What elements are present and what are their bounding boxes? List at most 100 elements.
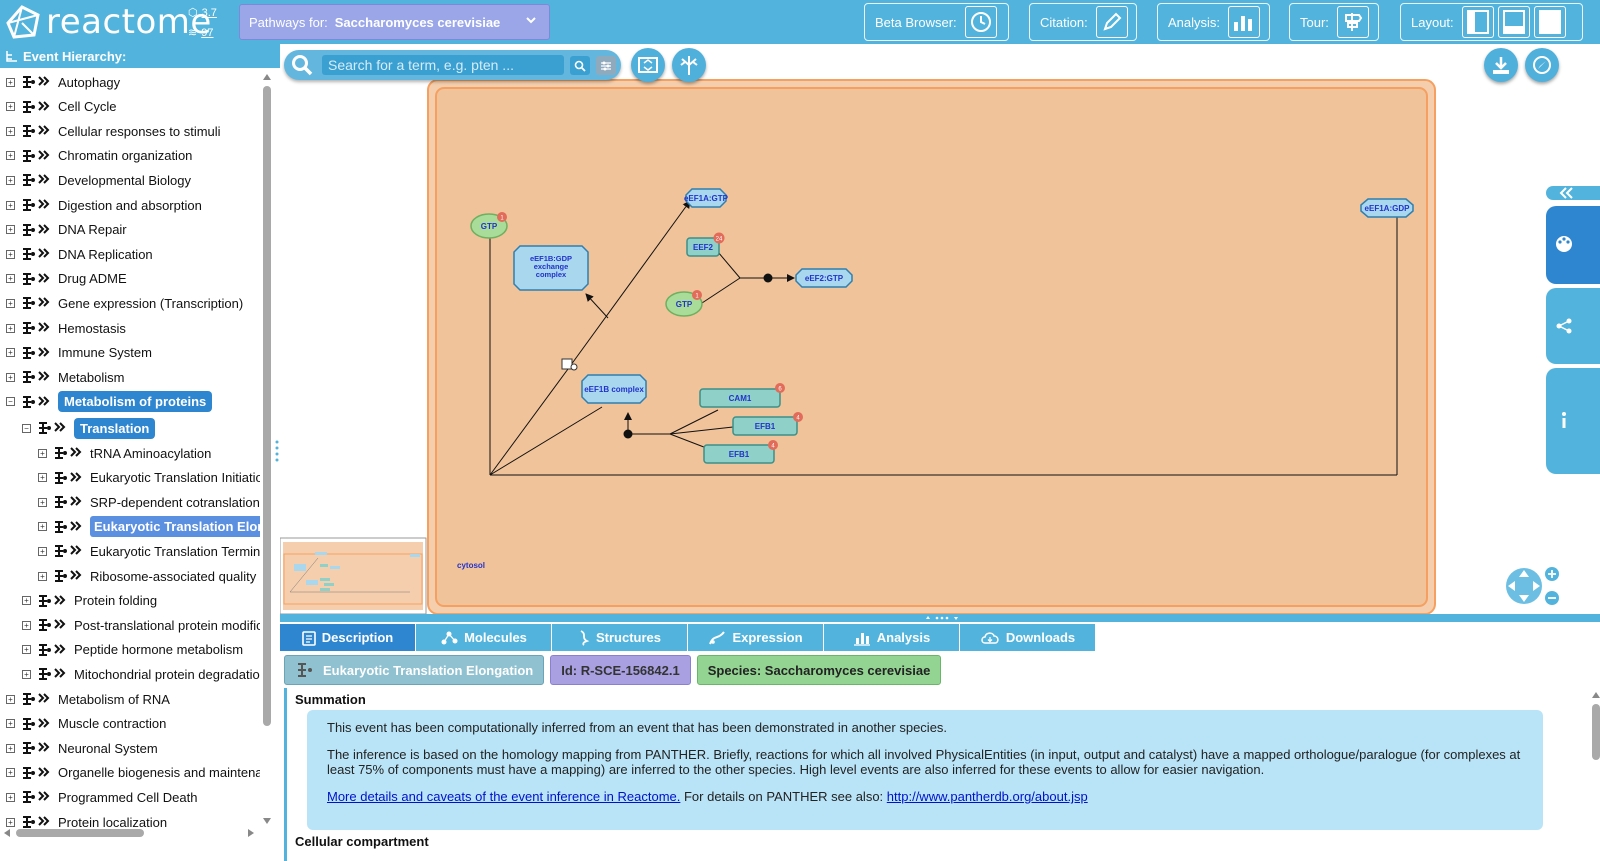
search-icon[interactable]: [291, 54, 313, 76]
tree-item[interactable]: +Drug ADME: [6, 267, 127, 291]
tree-horizontal-scrollbar[interactable]: [0, 826, 260, 840]
expand-icon[interactable]: +: [6, 249, 15, 259]
panther-link[interactable]: http://www.pantherdb.org/about.jsp: [886, 789, 1088, 804]
tab-description[interactable]: Description: [280, 624, 415, 651]
tree-item[interactable]: +Cell Cycle: [6, 95, 117, 119]
panel-splitter[interactable]: [280, 614, 1600, 622]
tree-item[interactable]: +tRNA Aminoacylation: [38, 441, 211, 465]
eef2-gtp-node[interactable]: eEF2:GTP: [795, 268, 853, 288]
illustration-button[interactable]: [672, 48, 706, 82]
tree-item[interactable]: +Hemostasis: [6, 316, 126, 340]
expand-icon[interactable]: +: [6, 817, 15, 827]
tree-item[interactable]: +Programmed Cell Death: [6, 785, 197, 809]
gtp-node[interactable]: GTP 1: [665, 290, 703, 317]
tree-item[interactable]: +Digestion and absorption: [6, 193, 202, 217]
pathway-diagram[interactable]: cytosol GTP 1: [280, 44, 1600, 616]
species-selector[interactable]: Pathways for: Saccharomyces cerevisiae: [239, 4, 550, 40]
efb1-node[interactable]: EFB1 4: [732, 412, 803, 436]
layout-full-button[interactable]: [1533, 6, 1566, 38]
side-collapse-tab[interactable]: [1546, 186, 1600, 200]
fit-diagram-button[interactable]: [631, 48, 665, 82]
expand-icon[interactable]: +: [6, 175, 15, 185]
tree-item[interactable]: +Peptide hormone metabolism: [22, 638, 243, 662]
tree-item[interactable]: +Eukaryotic Translation Termin: [38, 539, 260, 563]
layout-bottom-button[interactable]: [1497, 6, 1530, 38]
panel-resize-handle[interactable]: [274, 434, 280, 474]
side-share-tab[interactable]: [1546, 288, 1600, 364]
tree-item[interactable]: +Organelle biogenesis and maintena: [6, 761, 260, 785]
open-external-button[interactable]: [1525, 48, 1559, 82]
citation-button[interactable]: [1095, 6, 1128, 38]
expand-icon[interactable]: +: [6, 719, 15, 729]
expand-icon[interactable]: +: [22, 669, 31, 679]
tree-item[interactable]: +Muscle contraction: [6, 712, 166, 736]
tree-item[interactable]: +Cellular responses to stimuli: [6, 119, 221, 143]
side-palette-tab[interactable]: [1546, 206, 1600, 284]
expand-icon[interactable]: +: [6, 792, 15, 802]
tree-item[interactable]: +Developmental Biology: [6, 168, 191, 192]
side-info-tab[interactable]: [1546, 368, 1600, 474]
tree-item[interactable]: +Gene expression (Transcription): [6, 291, 243, 315]
tree-item[interactable]: +Ribosome-associated quality: [38, 564, 256, 588]
tree-item[interactable]: +Mitochondrial protein degradatio: [22, 662, 260, 686]
expand-icon[interactable]: +: [38, 546, 47, 556]
version-top[interactable]: 3.7: [201, 7, 217, 19]
tree-item[interactable]: +Chromatin organization: [6, 144, 192, 168]
expand-icon[interactable]: +: [6, 323, 15, 333]
tab-downloads[interactable]: Downloads: [960, 624, 1095, 651]
eef2-node[interactable]: EEF2 24: [686, 232, 725, 257]
collapse-icon[interactable]: −: [6, 397, 15, 407]
tour-button[interactable]: [1336, 6, 1369, 38]
eef1b-gdp-exchange-complex-node[interactable]: eEF1B:GDP exchange complex: [513, 245, 589, 291]
tree-item[interactable]: +SRP-dependent cotranslation: [38, 490, 260, 514]
tree-item[interactable]: +DNA Repair: [6, 218, 127, 242]
expand-icon[interactable]: +: [38, 497, 47, 507]
analysis-button[interactable]: [1228, 6, 1261, 38]
expand-icon[interactable]: +: [6, 102, 15, 112]
tree-item[interactable]: +DNA Replication: [6, 242, 153, 266]
expand-icon[interactable]: +: [6, 743, 15, 753]
tab-analysis[interactable]: Analysis: [824, 624, 959, 651]
expand-icon[interactable]: +: [6, 298, 15, 308]
reaction-dot[interactable]: [623, 429, 633, 439]
eef1a-gtp-node[interactable]: eEF1A:GTP: [684, 188, 729, 208]
eef1b-complex-node[interactable]: eEF1B complex: [581, 374, 647, 404]
cam1-node[interactable]: CAM1 6: [699, 383, 785, 408]
expand-icon[interactable]: +: [6, 77, 15, 87]
tree-item[interactable]: +Autophagy: [6, 70, 120, 94]
tree-item[interactable]: +Metabolism: [6, 365, 124, 389]
collapse-icon[interactable]: −: [22, 423, 31, 433]
expand-icon[interactable]: +: [6, 126, 15, 136]
efb1-node[interactable]: EFB1 4: [703, 440, 778, 464]
tab-structures[interactable]: Structures: [552, 624, 687, 651]
expand-icon[interactable]: +: [22, 596, 31, 606]
expand-icon[interactable]: +: [6, 372, 15, 382]
tree-item[interactable]: +Protein folding: [22, 589, 157, 613]
pan-zoom-controls[interactable]: [1502, 566, 1564, 612]
expand-icon[interactable]: +: [6, 151, 15, 161]
reactome-logo[interactable]: reactome: [4, 2, 212, 42]
tree-vertical-scrollbar[interactable]: [262, 70, 272, 860]
expand-icon[interactable]: +: [6, 348, 15, 358]
tree-item[interactable]: +Immune System: [6, 341, 152, 365]
pathway-name-tag[interactable]: Eukaryotic Translation Elongation: [284, 655, 545, 685]
search-options-button[interactable]: [596, 56, 616, 75]
diagram-thumbnail[interactable]: [280, 537, 427, 615]
tree-item[interactable]: +Neuronal System: [6, 736, 158, 760]
tree-item[interactable]: +Eukaryotic Translation Elon: [38, 515, 260, 539]
details-scrollbar[interactable]: [1592, 690, 1600, 860]
diagram-search-input[interactable]: [322, 55, 564, 75]
expand-icon[interactable]: +: [6, 274, 15, 284]
tab-molecules[interactable]: Molecules: [416, 624, 551, 651]
beta-browser-button[interactable]: [964, 6, 997, 38]
expand-icon[interactable]: +: [22, 645, 31, 655]
tab-expression[interactable]: Expression: [688, 624, 823, 651]
tree-item[interactable]: +Post-translational protein modific: [22, 613, 260, 637]
tree-item[interactable]: −Metabolism of proteins: [6, 390, 213, 414]
expand-icon[interactable]: +: [38, 448, 47, 458]
expand-icon[interactable]: +: [6, 225, 15, 235]
gtp-node[interactable]: GTP 1: [470, 212, 508, 239]
diagram-canvas[interactable]: cytosol GTP 1: [280, 44, 1600, 616]
tree-item[interactable]: +Eukaryotic Translation Initiatio: [38, 466, 260, 490]
transition-node[interactable]: [561, 358, 573, 370]
